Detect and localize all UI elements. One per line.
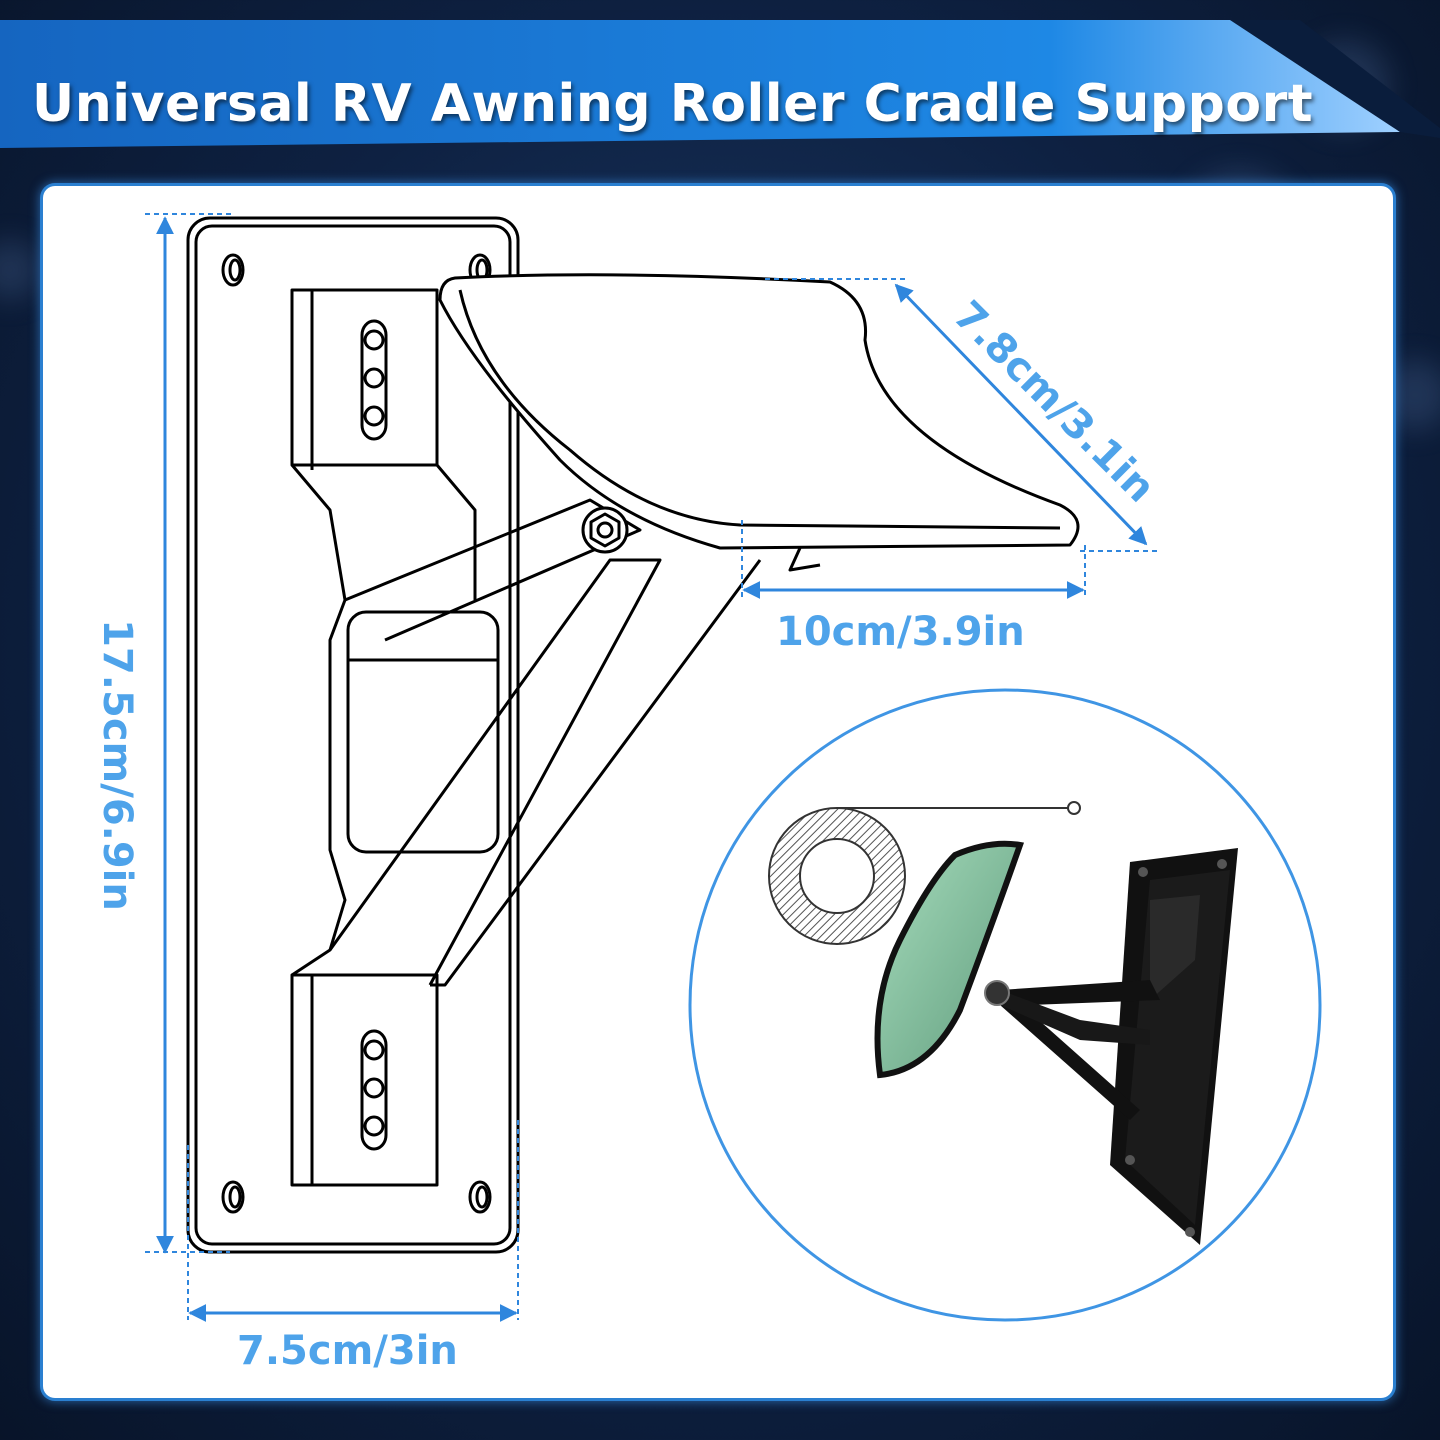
height-dimension-label: 17.5cm/6.9in [94, 619, 140, 911]
product-photo-inset [688, 688, 1322, 1322]
width-dimension-label: 7.5cm/3in [237, 1328, 458, 1374]
depth-dimension-label: 10cm/3.9in [776, 609, 1025, 655]
page-title: Universal RV Awning Roller Cradle Suppor… [32, 74, 1314, 134]
title-banner: Universal RV Awning Roller Cradle Suppor… [0, 20, 1440, 148]
dimension-lines [145, 213, 1158, 1322]
